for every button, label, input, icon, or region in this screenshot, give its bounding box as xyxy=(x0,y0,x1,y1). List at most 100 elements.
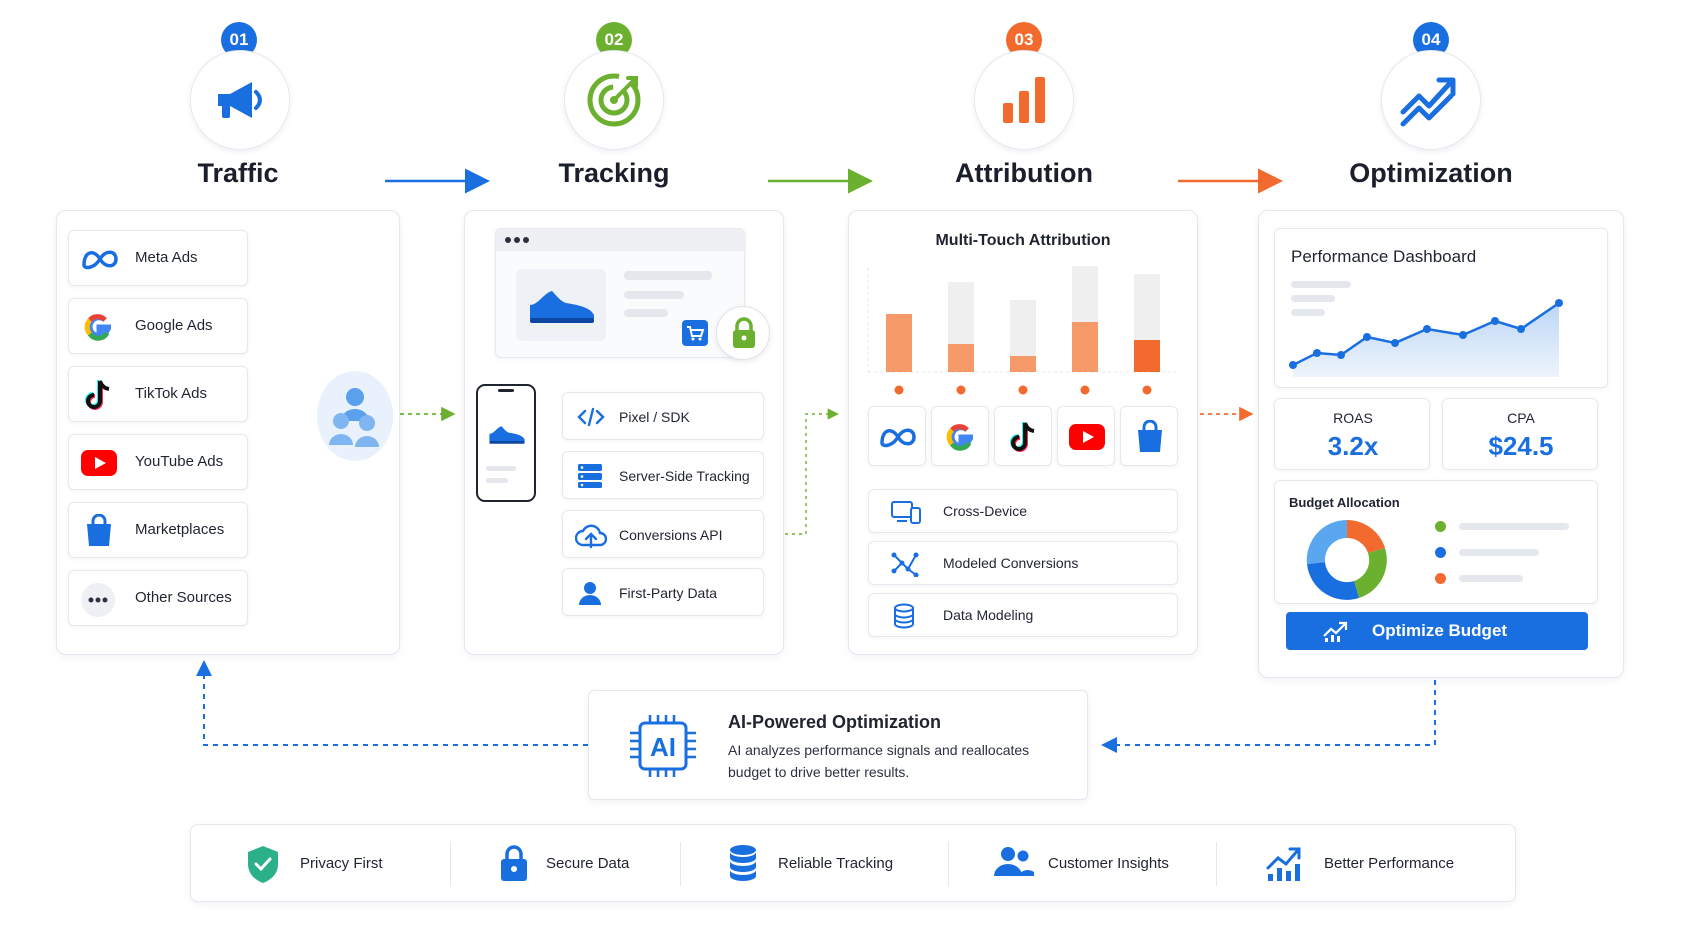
attribution-stage-icon-circle xyxy=(974,50,1074,150)
ai-description-line1: AI analyzes performance signals and real… xyxy=(728,742,1030,758)
cpa-metric: CPA $24.5 xyxy=(1442,398,1598,470)
lock-icon xyxy=(501,845,527,881)
attribution-title: Multi-Touch Attribution xyxy=(935,232,1111,249)
youtube-icon xyxy=(1069,424,1105,450)
feature-data-modeling[interactable]: Data Modeling xyxy=(868,593,1178,637)
stage-title-optimization: Optimization xyxy=(1349,158,1513,188)
benefits-divider xyxy=(1216,842,1217,886)
users-icon xyxy=(994,847,1034,876)
feature-label: Modeled Conversions xyxy=(943,555,1079,571)
benefits-divider xyxy=(680,842,681,886)
source-google-ads[interactable]: Google Ads xyxy=(68,298,248,354)
benefit-better-performance: Better Performance xyxy=(1264,842,1494,886)
legend-dot-green xyxy=(1435,521,1446,532)
shopping-bag-icon xyxy=(1138,420,1162,452)
source-meta-ads[interactable]: Meta Ads xyxy=(68,230,248,286)
optimize-budget-button[interactable]: Optimize Budget xyxy=(1286,612,1588,650)
optimization-stage-icon-circle xyxy=(1381,50,1481,150)
source-label: TikTok Ads xyxy=(135,385,207,402)
benefit-privacy-first: Privacy First xyxy=(246,842,446,886)
legend-placeholder xyxy=(1459,549,1539,556)
database-icon xyxy=(730,845,756,881)
youtube-icon xyxy=(81,450,117,476)
audience-hub xyxy=(317,371,393,461)
benefits-bar xyxy=(190,824,1516,902)
attribution-bar-meta xyxy=(886,314,912,372)
target-icon xyxy=(587,73,641,127)
benefit-label: Secure Data xyxy=(546,855,630,872)
source-marketplaces[interactable]: Marketplaces xyxy=(68,502,248,558)
channel-marketplace[interactable] xyxy=(1120,406,1178,466)
text-placeholder xyxy=(624,291,684,299)
google-icon xyxy=(84,314,112,341)
legend-placeholder xyxy=(1459,575,1523,582)
mobile-phone xyxy=(476,384,536,502)
phone-notch xyxy=(498,389,514,392)
cpa-label: CPA xyxy=(1507,410,1535,426)
performance-line-chart xyxy=(1289,299,1563,377)
benefit-label: Better Performance xyxy=(1324,855,1455,872)
ai-description-line2: budget to drive better results. xyxy=(728,764,910,780)
tracking-stage-icon-circle xyxy=(564,50,664,150)
tracking-method-pixel-sdk[interactable]: Pixel / SDK xyxy=(562,392,764,440)
source-other-sources[interactable]: Other Sources xyxy=(68,570,248,626)
tiktok-icon xyxy=(1010,422,1035,452)
channel-youtube[interactable] xyxy=(1057,406,1115,466)
source-label: Meta Ads xyxy=(135,249,198,266)
channel-meta[interactable] xyxy=(868,406,926,466)
server-icon xyxy=(578,464,602,488)
benefits-divider xyxy=(948,842,949,886)
trending-up-icon xyxy=(1400,77,1456,127)
sneaker-icon xyxy=(489,426,525,444)
meta-icon xyxy=(880,428,916,448)
lock-icon xyxy=(733,317,755,348)
tiktok-icon xyxy=(85,380,110,410)
channel-google[interactable] xyxy=(931,406,989,466)
attribution-bar-tiktok xyxy=(1010,356,1036,372)
source-tiktok-ads[interactable]: TikTok Ads xyxy=(68,366,248,422)
text-placeholder xyxy=(1291,309,1325,316)
ai-chip-icon: AI xyxy=(628,713,698,779)
window-dots-icon xyxy=(505,237,529,243)
source-youtube-ads[interactable]: YouTube Ads xyxy=(68,434,248,490)
source-label: YouTube Ads xyxy=(135,453,224,470)
tracking-method-label: Pixel / SDK xyxy=(619,409,690,425)
legend-dot-blue xyxy=(1435,547,1446,558)
tracking-method-conversions-api[interactable]: Conversions API xyxy=(562,510,764,558)
benefit-customer-insights: Customer Insights xyxy=(994,842,1214,886)
text-placeholder xyxy=(1291,281,1351,288)
feature-cross-device[interactable]: Cross-Device xyxy=(868,489,1178,533)
feature-modeled-conversions[interactable]: Modeled Conversions xyxy=(868,541,1178,585)
channel-tiktok[interactable] xyxy=(994,406,1052,466)
network-icon xyxy=(891,552,919,577)
lock-badge xyxy=(716,306,770,360)
users-group-icon xyxy=(329,388,379,447)
benefit-label: Customer Insights xyxy=(1048,855,1169,872)
feature-label: Data Modeling xyxy=(943,607,1034,623)
cpa-value: $24.5 xyxy=(1488,431,1554,461)
tracking-method-server-side[interactable]: Server-Side Tracking xyxy=(562,451,764,499)
text-placeholder xyxy=(624,271,712,280)
product-image xyxy=(516,269,606,341)
attribution-bar-marketplace xyxy=(1134,340,1160,372)
benefits-divider xyxy=(450,842,451,886)
attribution-bar-google xyxy=(948,344,974,372)
stage-title-tracking: Tracking xyxy=(558,158,670,188)
tracking-method-label: First-Party Data xyxy=(619,585,718,601)
megaphone-icon xyxy=(218,82,262,118)
tracking-method-first-party-data[interactable]: First-Party Data xyxy=(562,568,764,616)
shopping-bag-icon xyxy=(87,514,111,546)
growth-chart-icon xyxy=(1266,847,1301,881)
benefit-reliable-tracking: Reliable Tracking xyxy=(728,842,938,886)
ai-chip-label: AI xyxy=(650,732,676,762)
user-icon xyxy=(579,582,601,605)
text-placeholder xyxy=(486,466,516,471)
ai-title: AI-Powered Optimization xyxy=(728,712,942,732)
google-icon xyxy=(946,424,974,451)
budget-allocation: Budget Allocation xyxy=(1274,480,1598,604)
tracking-method-label: Server-Side Tracking xyxy=(619,468,750,484)
bar-chart-icon xyxy=(1003,77,1045,123)
source-label: Other Sources xyxy=(135,589,232,606)
shield-check-icon xyxy=(248,846,278,883)
stage-title-attribution: Attribution xyxy=(955,158,1093,188)
